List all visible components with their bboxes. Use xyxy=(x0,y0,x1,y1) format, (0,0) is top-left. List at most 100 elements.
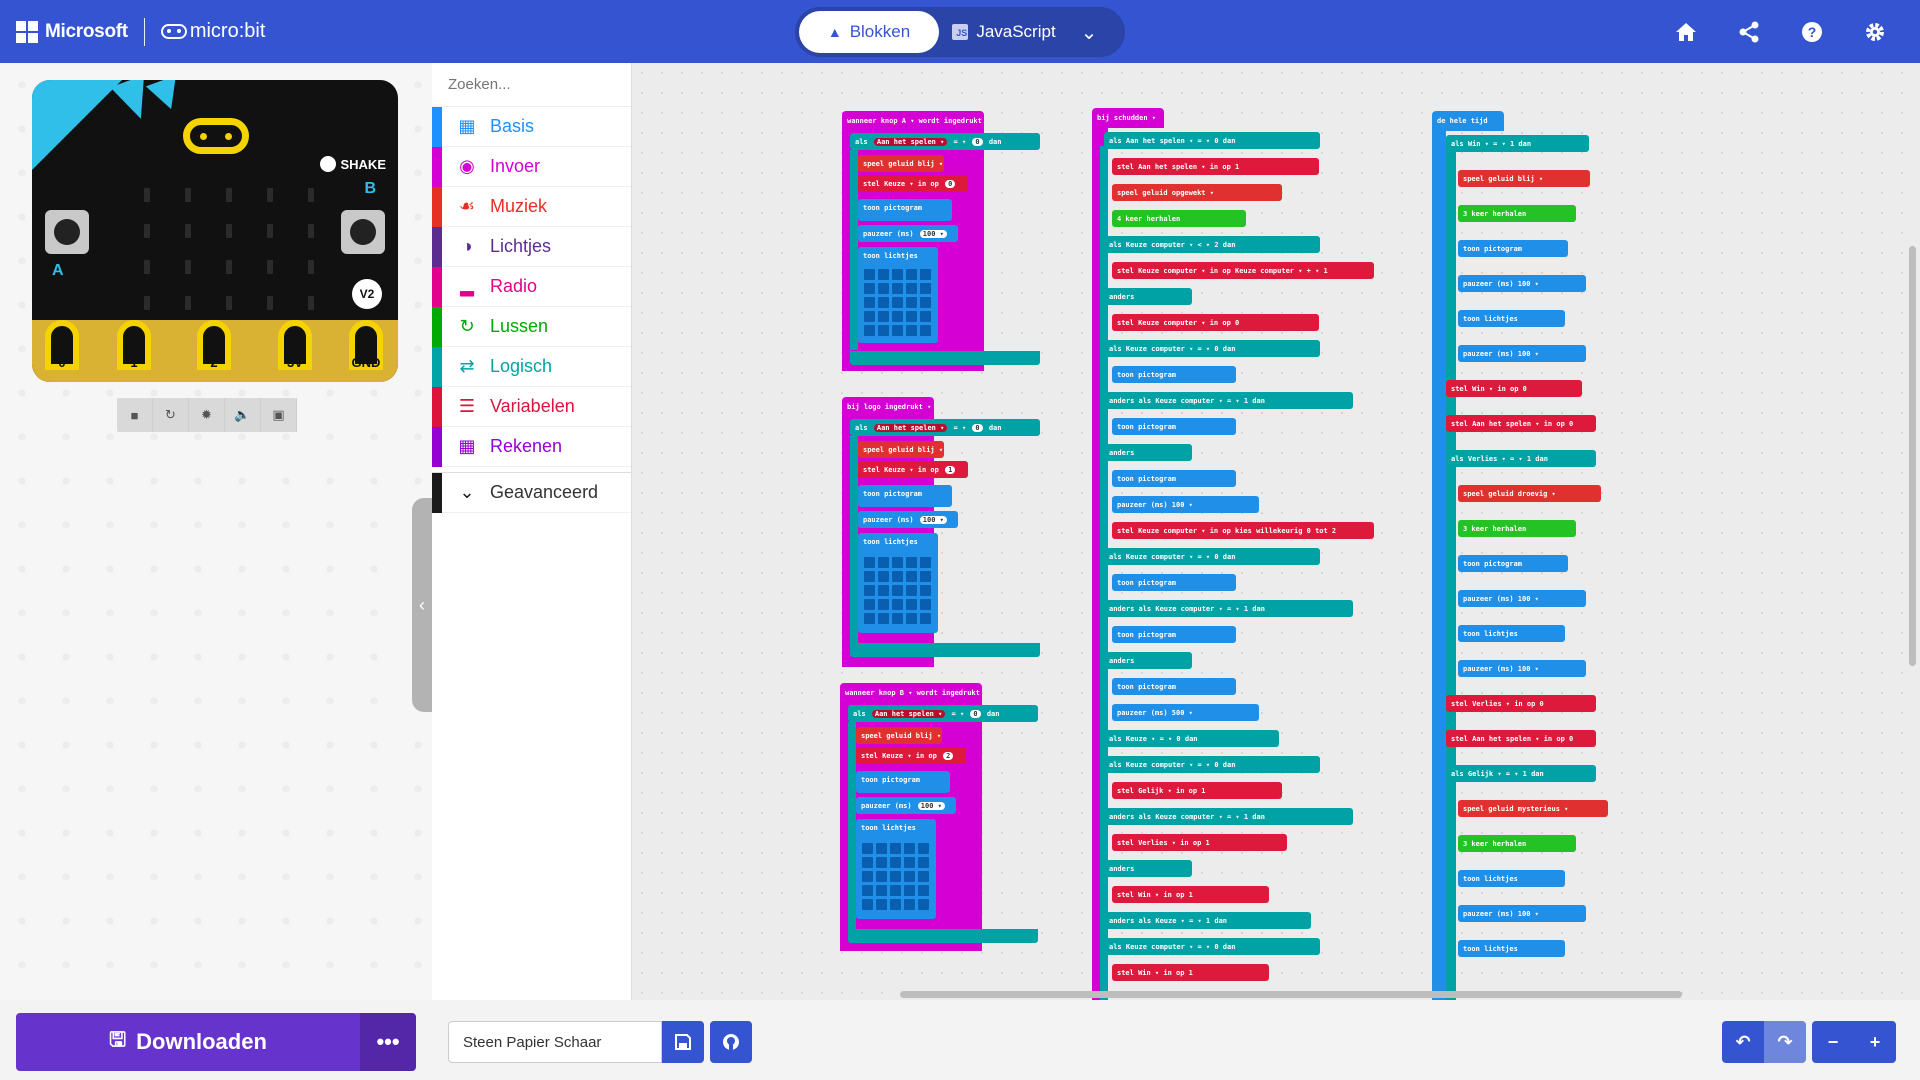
button-b[interactable] xyxy=(341,210,385,254)
if-block[interactable]: als Aan het spelen ▾ = ▾ 0 dan xyxy=(848,705,1038,722)
pin-3v[interactable] xyxy=(278,320,312,370)
shake-button[interactable]: SHAKE xyxy=(320,156,386,172)
category-invoer[interactable]: ◉Invoer xyxy=(432,146,631,187)
code-block[interactable]: anders xyxy=(1104,652,1192,669)
forever-block[interactable]: de hele tijd xyxy=(1432,111,1504,131)
code-block[interactable]: anders xyxy=(1104,860,1192,877)
pause-block[interactable]: pauzeer (ms) 100 ▾ xyxy=(856,797,956,814)
zoom-in-button[interactable]: + xyxy=(1854,1021,1896,1063)
set-variable-block[interactable]: stel Keuze ▾ in op 0 xyxy=(858,175,968,192)
code-block[interactable]: pauzeer (ms) 100 ▾ xyxy=(1458,590,1587,607)
code-block[interactable]: toon pictogram xyxy=(1458,240,1569,257)
code-block[interactable]: stel Win ▾ in op 1 xyxy=(1112,886,1269,903)
microsoft-logo[interactable]: Microsoft xyxy=(16,20,128,43)
download-more-button[interactable]: ••• xyxy=(360,1013,416,1071)
pin-2[interactable] xyxy=(197,320,231,370)
if-block[interactable]: als Aan het spelen ▾ = ▾ 0 dan xyxy=(850,133,1040,150)
pin-1[interactable] xyxy=(117,320,151,370)
blocks-workspace[interactable]: wanneer knop A ▾ wordt ingedrukt als Aan… xyxy=(632,63,1920,1000)
code-block[interactable]: pauzeer (ms) 100 ▾ xyxy=(1112,496,1260,513)
code-block[interactable]: speel geluid droevig ▾ xyxy=(1458,485,1601,502)
category-muziek[interactable]: ☙Muziek xyxy=(432,186,631,227)
code-block[interactable]: als Keuze computer ▾ = ▾ 0 dan xyxy=(1104,548,1321,565)
code-block[interactable]: 3 keer herhalen xyxy=(1458,835,1576,852)
code-block[interactable]: anders xyxy=(1104,288,1192,305)
play-sound-block[interactable]: speel geluid blij ▾ xyxy=(858,441,944,458)
set-variable-block[interactable]: stel Keuze ▾ in op 1 xyxy=(858,461,968,478)
code-block[interactable]: als Verlies ▾ = ▾ 1 dan xyxy=(1446,450,1596,467)
tab-javascript[interactable]: JS JavaScript xyxy=(939,11,1069,53)
microbit-board[interactable]: SHAKE A B V2 0 1 2 3V GND xyxy=(32,80,398,382)
debug-button[interactable]: ✹ xyxy=(189,398,225,432)
event-block[interactable]: wanneer knop B ▾ wordt ingedrukt xyxy=(840,683,982,703)
share-button[interactable] xyxy=(1717,0,1780,63)
category-lussen[interactable]: ↻Lussen xyxy=(432,306,631,347)
code-block[interactable]: toon pictogram xyxy=(1112,366,1237,383)
code-block[interactable]: stel Keuze computer ▾ in op 0 xyxy=(1112,314,1320,331)
code-block[interactable]: toon pictogram xyxy=(1458,555,1569,572)
category-rekenen[interactable]: ▦Rekenen xyxy=(432,426,631,467)
led-editor[interactable] xyxy=(864,557,931,624)
collapse-simulator-button[interactable]: ‹ xyxy=(412,498,432,712)
code-block[interactable]: anders als Keuze computer ▾ = ▾ 1 dan xyxy=(1104,808,1353,825)
code-block[interactable]: als Gelijk ▾ = ▾ 1 dan xyxy=(1446,765,1596,782)
code-block[interactable]: toon pictogram xyxy=(1112,626,1237,643)
code-block[interactable]: toon pictogram xyxy=(1112,418,1237,435)
button-a[interactable] xyxy=(45,210,89,254)
code-block[interactable]: stel Gelijk ▾ in op 1 xyxy=(1112,782,1283,799)
event-block[interactable]: wanneer knop A ▾ wordt ingedrukt xyxy=(842,111,984,131)
download-button[interactable]: 🖫 Downloaden xyxy=(16,1013,360,1071)
code-block[interactable]: pauzeer (ms) 100 ▾ xyxy=(1458,345,1587,362)
mute-button[interactable]: 🔈 xyxy=(225,398,261,432)
code-block[interactable]: stel Keuze computer ▾ in op Keuze comput… xyxy=(1112,262,1374,279)
code-block[interactable]: stel Verlies ▾ in op 1 xyxy=(1112,834,1287,851)
led-editor[interactable] xyxy=(862,843,929,910)
pause-block[interactable]: pauzeer (ms) 100 ▾ xyxy=(858,225,958,242)
code-block[interactable]: als Keuze computer ▾ = ▾ 0 dan xyxy=(1104,938,1321,955)
code-block[interactable]: speel geluid blij ▾ xyxy=(1458,170,1590,187)
led-editor[interactable] xyxy=(864,269,931,336)
code-block[interactable]: als Win ▾ = ▾ 1 dan xyxy=(1446,135,1589,152)
block-stack-logo[interactable]: bij logo ingedrukt ▾ als Aan het spelen … xyxy=(842,397,1042,667)
code-block[interactable]: 4 keer herhalen xyxy=(1112,210,1246,227)
show-icon-block[interactable]: toon pictogram xyxy=(858,199,952,221)
if-block[interactable]: als Aan het spelen ▾ = ▾ 0 dan xyxy=(850,419,1040,436)
code-block[interactable]: toon lichtjes xyxy=(1458,940,1565,957)
code-block[interactable]: speel geluid opgewekt ▾ xyxy=(1112,184,1283,201)
code-block[interactable]: toon pictogram xyxy=(1112,574,1237,591)
code-block[interactable]: anders als Keuze ▾ = ▾ 1 dan xyxy=(1104,912,1312,929)
code-block[interactable]: stel Win ▾ in op 0 xyxy=(1446,380,1582,397)
vertical-scrollbar[interactable] xyxy=(1909,246,1916,666)
code-block[interactable]: stel Aan het spelen ▾ in op 0 xyxy=(1446,730,1596,747)
code-block[interactable]: als Aan het spelen ▾ = ▾ 0 dan xyxy=(1104,132,1321,149)
code-block[interactable]: toon lichtjes xyxy=(1458,310,1565,327)
pin-0[interactable] xyxy=(45,320,79,370)
set-variable-block[interactable]: stel Keuze ▾ in op 2 xyxy=(856,747,966,764)
code-block[interactable]: toon pictogram xyxy=(1112,470,1237,487)
code-block[interactable]: pauzeer (ms) 500 ▾ xyxy=(1112,704,1260,721)
code-block[interactable]: toon pictogram xyxy=(1112,678,1237,695)
code-block[interactable]: pauzeer (ms) 100 ▾ xyxy=(1458,660,1587,677)
category-variabelen[interactable]: ☰Variabelen xyxy=(432,386,631,427)
category-radio[interactable]: ▂Radio xyxy=(432,266,631,307)
restart-button[interactable]: ↻ xyxy=(153,398,189,432)
code-block[interactable]: anders xyxy=(1104,444,1192,461)
tab-blocks[interactable]: ▲ Blokken xyxy=(799,11,939,53)
stop-button[interactable]: ■ xyxy=(117,398,153,432)
redo-button[interactable]: ↷ xyxy=(1764,1021,1806,1063)
github-button[interactable] xyxy=(710,1021,752,1063)
code-block[interactable]: toon lichtjes xyxy=(1458,625,1565,642)
save-button[interactable] xyxy=(662,1021,704,1063)
block-stack-shake[interactable]: bij schudden ▾ als Aan het spelen ▾ = ▾ … xyxy=(1092,108,1392,1000)
code-block[interactable]: pauzeer (ms) 100 ▾ xyxy=(1458,905,1587,922)
code-block[interactable]: stel Keuze computer ▾ in op kies willeke… xyxy=(1112,522,1374,539)
code-block[interactable]: als Keuze computer ▾ = ▾ 0 dan xyxy=(1104,340,1321,357)
microbit-logo[interactable]: micro:bit xyxy=(160,20,265,43)
code-block[interactable]: stel Verlies ▾ in op 0 xyxy=(1446,695,1596,712)
code-block[interactable]: stel Aan het spelen ▾ in op 0 xyxy=(1446,415,1596,432)
pause-block[interactable]: pauzeer (ms) 100 ▾ xyxy=(858,511,958,528)
code-block[interactable]: toon lichtjes xyxy=(1458,870,1565,887)
code-block[interactable]: anders als Keuze computer ▾ = ▾ 1 dan xyxy=(1104,392,1353,409)
category-lichtjes[interactable]: ◑Lichtjes xyxy=(432,226,631,267)
search-input[interactable] xyxy=(448,76,647,93)
